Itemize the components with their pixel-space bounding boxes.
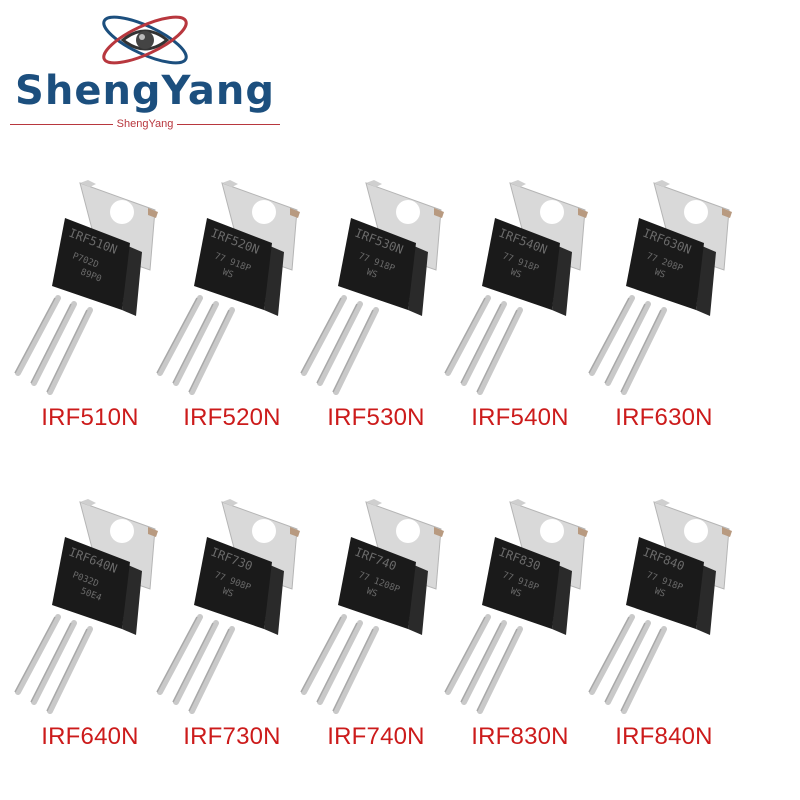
part-marking-text: WS xyxy=(365,586,379,599)
product-tile-6[interactable]: IRF640N P032D 50E4 IRF640N xyxy=(10,497,170,757)
product-label: IRF520N xyxy=(183,404,281,431)
to220-transistor-icon: IRF630N 77 208P WS xyxy=(588,180,732,395)
to220-transistor-icon: IRF510N P702D 89P0 xyxy=(14,180,158,395)
product-tile-9[interactable]: IRF830 77 918P WS IRF830N xyxy=(440,497,600,757)
product-label: IRF540N xyxy=(471,404,569,431)
product-tile-2[interactable]: IRF520N 77 918P WS IRF520N xyxy=(152,178,312,438)
divider xyxy=(10,123,113,125)
to220-transistor-icon: IRF830 77 918P WS xyxy=(444,499,588,714)
divider xyxy=(177,123,280,125)
part-marking-text: WS xyxy=(653,267,667,280)
product-label: IRF830N xyxy=(471,723,569,750)
product-tile-3[interactable]: IRF530N 77 918P WS IRF530N xyxy=(296,178,456,438)
product-label: IRF740N xyxy=(327,723,425,750)
product-label: IRF530N xyxy=(327,404,425,431)
product-label: IRF640N xyxy=(41,723,139,750)
part-marking-text: WS xyxy=(221,586,235,599)
to220-transistor-icon: IRF730 77 908P WS xyxy=(156,499,300,714)
part-marking-text: WS xyxy=(365,267,379,280)
part-marking-text: WS xyxy=(509,586,523,599)
to220-transistor-icon: IRF640N P032D 50E4 xyxy=(14,499,158,714)
product-tile-7[interactable]: IRF730 77 908P WS IRF730N xyxy=(152,497,312,757)
brand-subtitle: ShengYang xyxy=(10,117,280,131)
part-marking-text: WS xyxy=(221,267,235,280)
product-label: IRF730N xyxy=(183,723,281,750)
part-marking-text: WS xyxy=(509,267,523,280)
eye-orbit-logo-icon xyxy=(102,15,188,65)
product-tile-4[interactable]: IRF540N 77 918P WS IRF540N xyxy=(440,178,600,438)
brand-logo: ShengYang ShengYang xyxy=(0,0,290,140)
part-marking-text: WS xyxy=(653,586,667,599)
product-tile-8[interactable]: IRF740 77 1208P WS IRF740N xyxy=(296,497,456,757)
product-tile-1[interactable]: IRF510N P702D 89P0 IRF510N xyxy=(10,178,170,438)
product-tile-10[interactable]: IRF840 77 918P WS IRF840N xyxy=(584,497,744,757)
to220-transistor-icon: IRF520N 77 918P WS xyxy=(156,180,300,395)
product-tile-5[interactable]: IRF630N 77 208P WS IRF630N xyxy=(584,178,744,438)
brand-subtitle-text: ShengYang xyxy=(116,118,174,130)
to220-transistor-icon: IRF530N 77 918P WS xyxy=(300,180,444,395)
to220-transistor-icon: IRF740 77 1208P WS xyxy=(300,499,444,714)
product-label: IRF840N xyxy=(615,723,713,750)
product-label: IRF510N xyxy=(41,404,139,431)
to220-transistor-icon: IRF840 77 918P WS xyxy=(588,499,732,714)
product-label: IRF630N xyxy=(615,404,713,431)
brand-name: ShengYang xyxy=(15,68,275,114)
to220-transistor-icon: IRF540N 77 918P WS xyxy=(444,180,588,395)
